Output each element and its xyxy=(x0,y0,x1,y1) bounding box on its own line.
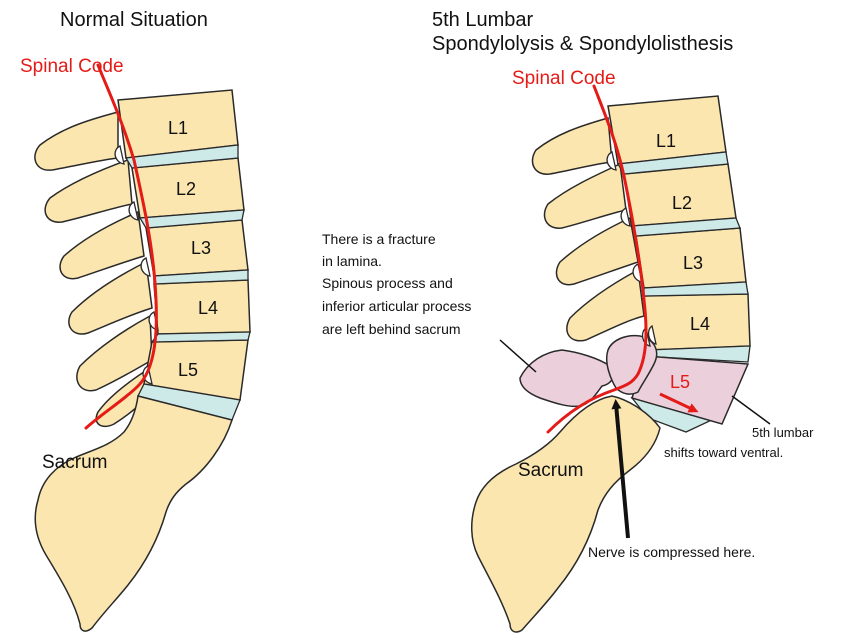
fracture-note-line5: are left behind sacrum xyxy=(322,321,461,337)
shift-pointer xyxy=(732,396,770,424)
right-label-l3: L3 xyxy=(683,253,703,273)
left-title: Normal Situation xyxy=(60,9,208,31)
left-label-l2: L2 xyxy=(176,179,196,199)
right-cord-label: Spinal Code xyxy=(512,68,616,89)
left-sacrum xyxy=(35,396,232,631)
fracture-note-line1: There is a fracture xyxy=(322,231,436,247)
left-label-l5: L5 xyxy=(178,360,198,380)
right-title-line1: 5th Lumbar xyxy=(432,9,534,31)
left-label-l3: L3 xyxy=(191,238,211,258)
right-label-l1: L1 xyxy=(656,131,676,151)
fracture-note-line4: inferior articular process xyxy=(322,298,471,314)
fracture-pointer xyxy=(500,340,536,372)
shift-note-line1: 5th lumbar xyxy=(752,425,814,440)
nerve-note: Nerve is compressed here. xyxy=(588,544,755,560)
left-label-l4: L4 xyxy=(198,298,218,318)
fracture-note: There is a fracture in lamina. Spinous p… xyxy=(322,231,471,337)
left-cord-label: Spinal Code xyxy=(20,56,124,77)
fracture-note-line3: Spinous process and xyxy=(322,275,453,291)
right-label-l5: L5 xyxy=(670,372,690,392)
left-sacrum-label: Sacrum xyxy=(42,452,107,473)
right-sacrum-label: Sacrum xyxy=(518,460,583,481)
right-label-l4: L4 xyxy=(690,314,710,334)
right-panel: 5th Lumbar Spondylolysis & Spondylolisth… xyxy=(322,9,814,632)
left-label-l1: L1 xyxy=(168,118,188,138)
shift-note-line2: shifts toward ventral. xyxy=(664,445,783,460)
right-label-l2: L2 xyxy=(672,193,692,213)
right-detached-lamina xyxy=(520,350,614,406)
left-disc-l4-l5 xyxy=(152,332,250,342)
right-title-line2: Spondylolysis & Spondylolisthesis xyxy=(432,33,733,55)
fracture-note-line2: in lamina. xyxy=(322,253,382,269)
left-panel: Normal Situation xyxy=(20,9,250,631)
right-sacrum xyxy=(472,396,660,632)
